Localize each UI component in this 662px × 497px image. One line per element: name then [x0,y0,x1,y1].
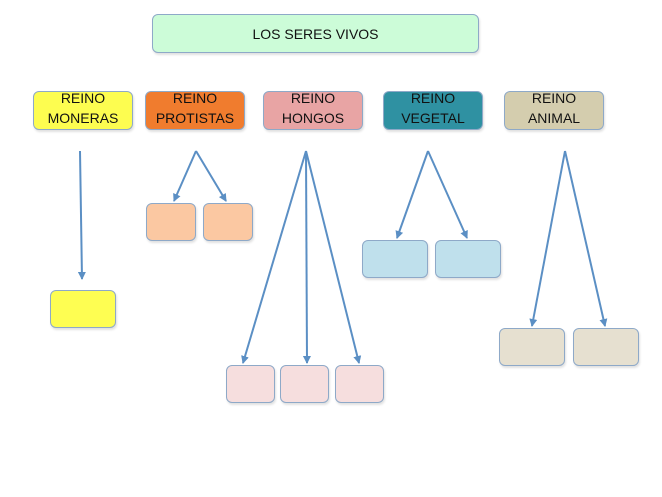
kingdom-hongos-label: REINO HONGOS [281,89,345,126]
arrow-vegetal-2 [427,150,468,239]
title-label: LOS SERES VIVOS [252,25,379,42]
kingdom-protistas-label: REINO PROTISTAS [155,89,235,126]
arrow-animal-2 [564,150,608,327]
animal-child-box [499,328,565,366]
kingdom-moneras-label: REINO MONERAS [47,89,119,126]
arrow-hongos-1 [241,150,307,364]
protistas-child-box [146,203,196,241]
hongos-child-box [335,365,384,403]
kingdom-protistas-box: REINO PROTISTAS [145,90,245,130]
arrow-hongos-3 [305,150,362,364]
kingdom-moneras-box: REINO MONERAS [33,90,133,130]
arrow-protistas-1 [173,150,197,202]
arrow-vegetal-1 [395,150,429,239]
arrow-animal-1 [529,150,566,327]
arrow-hongos-2 [302,150,311,364]
animal-child-box [573,328,639,366]
hongos-child-box [226,365,275,403]
arrow-protistas-2 [195,150,227,202]
kingdom-vegetal-label: REINO VEGETAL [401,89,465,126]
vegetal-child-box [435,240,501,278]
protistas-child-box [203,203,253,241]
kingdom-animal-box: REINO ANIMAL [504,90,604,130]
hongos-child-box [280,365,329,403]
kingdom-animal-label: REINO ANIMAL [527,89,581,126]
vegetal-child-box [362,240,428,278]
kingdom-vegetal-box: REINO VEGETAL [383,90,483,130]
title-box: LOS SERES VIVOS [152,14,479,53]
kingdom-hongos-box: REINO HONGOS [263,90,363,130]
moneras-child-box [50,290,116,328]
arrow-moneras [77,150,86,280]
